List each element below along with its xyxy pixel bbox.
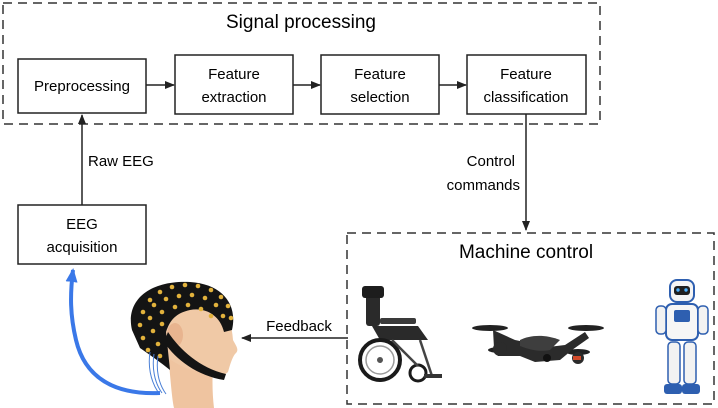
step-feature-classification-line1: Feature bbox=[500, 66, 552, 83]
raw-eeg-label: Raw EEG bbox=[88, 153, 154, 170]
eeg-acquisition-line1: EEG bbox=[66, 216, 98, 233]
eeg-acquisition-line2: acquisition bbox=[47, 239, 118, 256]
eeg-cap-head-icon bbox=[130, 281, 238, 408]
step-feature-classification: Feature classification bbox=[466, 54, 587, 115]
eeg-acquisition-box: EEG acquisition bbox=[17, 204, 147, 265]
step-feature-selection-line1: Feature bbox=[354, 66, 406, 83]
step-feature-extraction-line1: Feature bbox=[208, 66, 260, 83]
machine-control-title: Machine control bbox=[459, 242, 593, 263]
robot-icon bbox=[655, 279, 709, 394]
eeg-cable-arrow bbox=[65, 268, 161, 396]
drone-icon bbox=[472, 325, 604, 364]
feedback-label: Feedback bbox=[266, 318, 332, 335]
step-feature-extraction: Feature extraction bbox=[174, 54, 294, 115]
machine-control-frame bbox=[346, 232, 715, 405]
control-commands-line2: commands bbox=[447, 177, 520, 194]
step-feature-selection-line2: selection bbox=[350, 89, 409, 106]
signal-processing-title: Signal processing bbox=[226, 12, 376, 33]
step-feature-classification-line2: classification bbox=[483, 89, 568, 106]
step-feature-extraction-line2: extraction bbox=[201, 89, 266, 106]
wheelchair-icon bbox=[358, 286, 442, 383]
step-feature-selection: Feature selection bbox=[320, 54, 440, 115]
control-commands-line1: Control bbox=[467, 153, 515, 170]
step-preprocessing-label: Preprocessing bbox=[34, 78, 130, 95]
step-preprocessing: Preprocessing bbox=[17, 58, 147, 114]
